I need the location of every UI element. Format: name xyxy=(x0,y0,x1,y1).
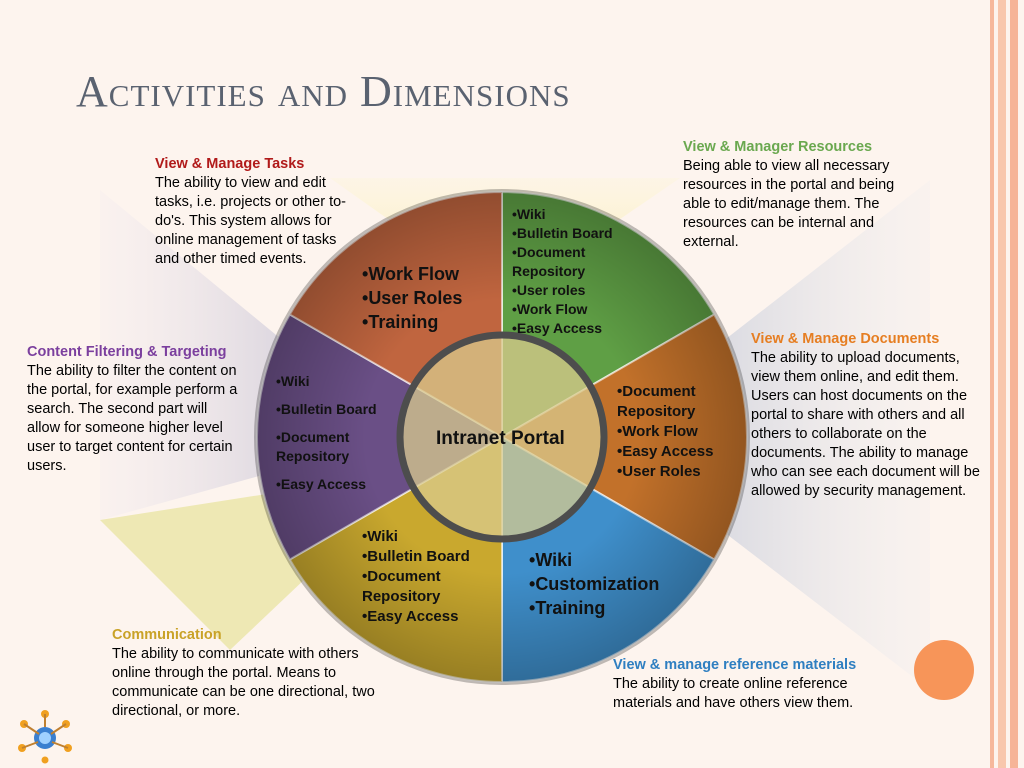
list-item: Work Flow xyxy=(617,422,742,442)
list-item: User Roles xyxy=(362,286,462,310)
list-item: Training xyxy=(362,310,462,334)
documents-description: View & Manage Documents The ability to u… xyxy=(751,330,991,501)
list-item: Wiki xyxy=(512,205,640,224)
list-item: Document Repository xyxy=(362,567,492,607)
list-item: Document Repository xyxy=(276,428,396,466)
documents-wedge-list: Document Repository Work Flow Easy Acces… xyxy=(617,382,742,482)
list-item: Training xyxy=(529,596,659,620)
reference-wedge-list: Wiki Customization Training xyxy=(529,548,659,620)
filtering-body: The ability to filter the content on the… xyxy=(27,363,238,474)
filtering-wedge-list: Wiki Bulletin Board Document Repository … xyxy=(276,372,396,503)
list-item: Easy Access xyxy=(362,607,492,627)
list-item: Work Flow xyxy=(512,300,640,319)
resources-wedge-list: Wiki Bulletin Board Document Repository … xyxy=(512,205,640,338)
filtering-description: Content Filtering & Targeting The abilit… xyxy=(27,343,242,476)
resources-body: Being able to view all necessary resourc… xyxy=(683,158,895,250)
documents-heading: View & Manage Documents xyxy=(751,331,940,347)
tasks-description: View & Manage Tasks The ability to view … xyxy=(155,155,350,269)
documents-body: The ability to upload documents, view th… xyxy=(751,350,980,499)
communication-heading: Communication xyxy=(112,627,222,643)
list-item: User roles xyxy=(512,281,640,300)
list-item: Easy Access xyxy=(512,319,640,338)
list-item: Customization xyxy=(529,572,659,596)
decorative-stripes xyxy=(980,0,1024,768)
list-item: Wiki xyxy=(362,527,492,547)
stripe xyxy=(998,0,1006,768)
filtering-heading: Content Filtering & Targeting xyxy=(27,344,227,360)
stripe xyxy=(990,0,994,768)
list-item: Bulletin Board xyxy=(362,547,492,567)
communication-body: The ability to communicate with others o… xyxy=(112,646,375,719)
resources-heading: View & Manager Resources xyxy=(683,139,873,155)
list-item: Work Flow xyxy=(362,262,462,286)
network-people-icon xyxy=(18,710,72,764)
reference-description: View & manage reference materials The ab… xyxy=(613,656,893,713)
tasks-wedge-list: Work Flow User Roles Training xyxy=(362,262,462,334)
list-item: Wiki xyxy=(529,548,659,572)
communication-description: Communication The ability to communicate… xyxy=(112,626,382,721)
list-item: Easy Access xyxy=(276,475,396,494)
tasks-heading: View & Manage Tasks xyxy=(155,156,305,172)
list-item: Bulletin Board xyxy=(512,224,640,243)
beam-right xyxy=(600,180,930,690)
reference-heading: View & manage reference materials xyxy=(613,657,857,673)
orange-circle-decoration xyxy=(914,640,974,700)
resources-description: View & Manager Resources Being able to v… xyxy=(683,138,898,252)
list-item: User Roles xyxy=(617,462,742,482)
slide-title: Activities and Dimensions xyxy=(76,67,571,116)
list-item: Document Repository xyxy=(512,243,640,281)
tasks-body: The ability to view and edit tasks, i.e.… xyxy=(155,175,346,267)
list-item: Wiki xyxy=(276,372,396,391)
reference-body: The ability to create online reference m… xyxy=(613,676,854,711)
list-item: Easy Access xyxy=(617,442,742,462)
stripe xyxy=(1010,0,1018,768)
communication-wedge-list: Wiki Bulletin Board Document Repository … xyxy=(362,527,492,627)
list-item: Bulletin Board xyxy=(276,400,396,419)
hub-circle xyxy=(396,331,608,543)
hub-label: Intranet Portal xyxy=(436,428,565,449)
list-item: Document Repository xyxy=(617,382,742,422)
